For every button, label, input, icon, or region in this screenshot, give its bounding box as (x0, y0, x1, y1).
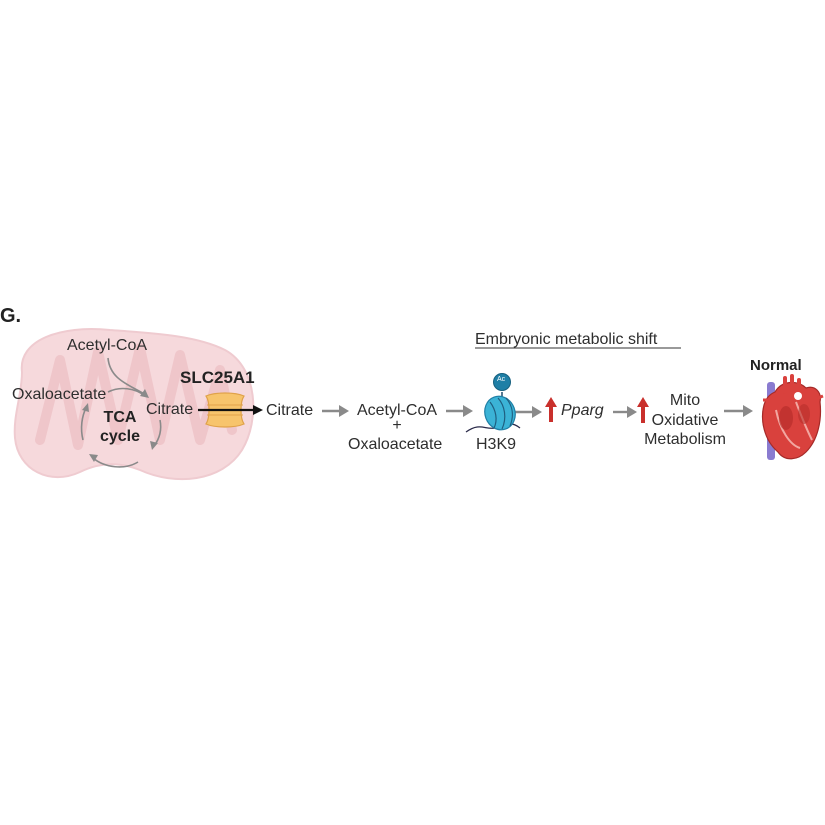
export-arrow (198, 405, 263, 415)
section-title: Embryonic metabolic shift (475, 331, 658, 348)
upregulation-arrow-pparg (545, 397, 557, 422)
histone-h3k9-label: H3K9 (476, 436, 517, 453)
tca-cycle-arrows (80, 357, 162, 468)
mito-label-line1: Mito (669, 392, 701, 409)
slc25a1-label: SLC25A1 (180, 368, 255, 387)
pathway-arrows (322, 405, 753, 418)
upregulation-arrow-mito (637, 397, 649, 423)
citrate-out-label: Citrate (266, 402, 314, 419)
outcome-normal-label: Normal (750, 357, 802, 374)
acetyl-to-citrate-arrow (107, 357, 147, 396)
tca-label-line1: TCA (103, 409, 137, 426)
nucleosome-icon (465, 392, 521, 433)
mito-label-line3: Metabolism (644, 431, 726, 448)
arrow-histone-to-pparg (515, 406, 542, 418)
heart-icon (761, 374, 824, 460)
acetyl-coa-label: Acetyl-CoA (356, 402, 438, 419)
plus-sign: + (392, 417, 402, 434)
arrow-mito-to-heart (724, 405, 753, 417)
mito-citrate-label: Citrate (146, 401, 194, 418)
arrow-citrate-to-acetylcoa (322, 405, 349, 417)
tca-label-line2: cycle (99, 428, 141, 445)
mito-label-line2: Oxidative (651, 412, 719, 429)
mitochondrion-icon (13, 328, 255, 481)
mito-oxaloacetate-label: Oxaloacetate (12, 386, 107, 403)
acetyl-tag-label: Ac (497, 376, 506, 383)
pparg-gene-label: Pparg (561, 402, 604, 419)
cycle-bottom-arrow (92, 457, 139, 468)
mito-acetyl-coa-label: Acetyl-CoA (67, 337, 148, 354)
arrow-pparg-to-mito (613, 406, 637, 418)
oxaloacetate-label: Oxaloacetate (348, 436, 443, 453)
arrow-acetylcoa-to-histone (446, 405, 473, 417)
panel-label: G. (0, 305, 22, 327)
acetyl-tag-icon (493, 373, 511, 391)
oxaloacetate-to-citrate-arrow (107, 387, 146, 397)
